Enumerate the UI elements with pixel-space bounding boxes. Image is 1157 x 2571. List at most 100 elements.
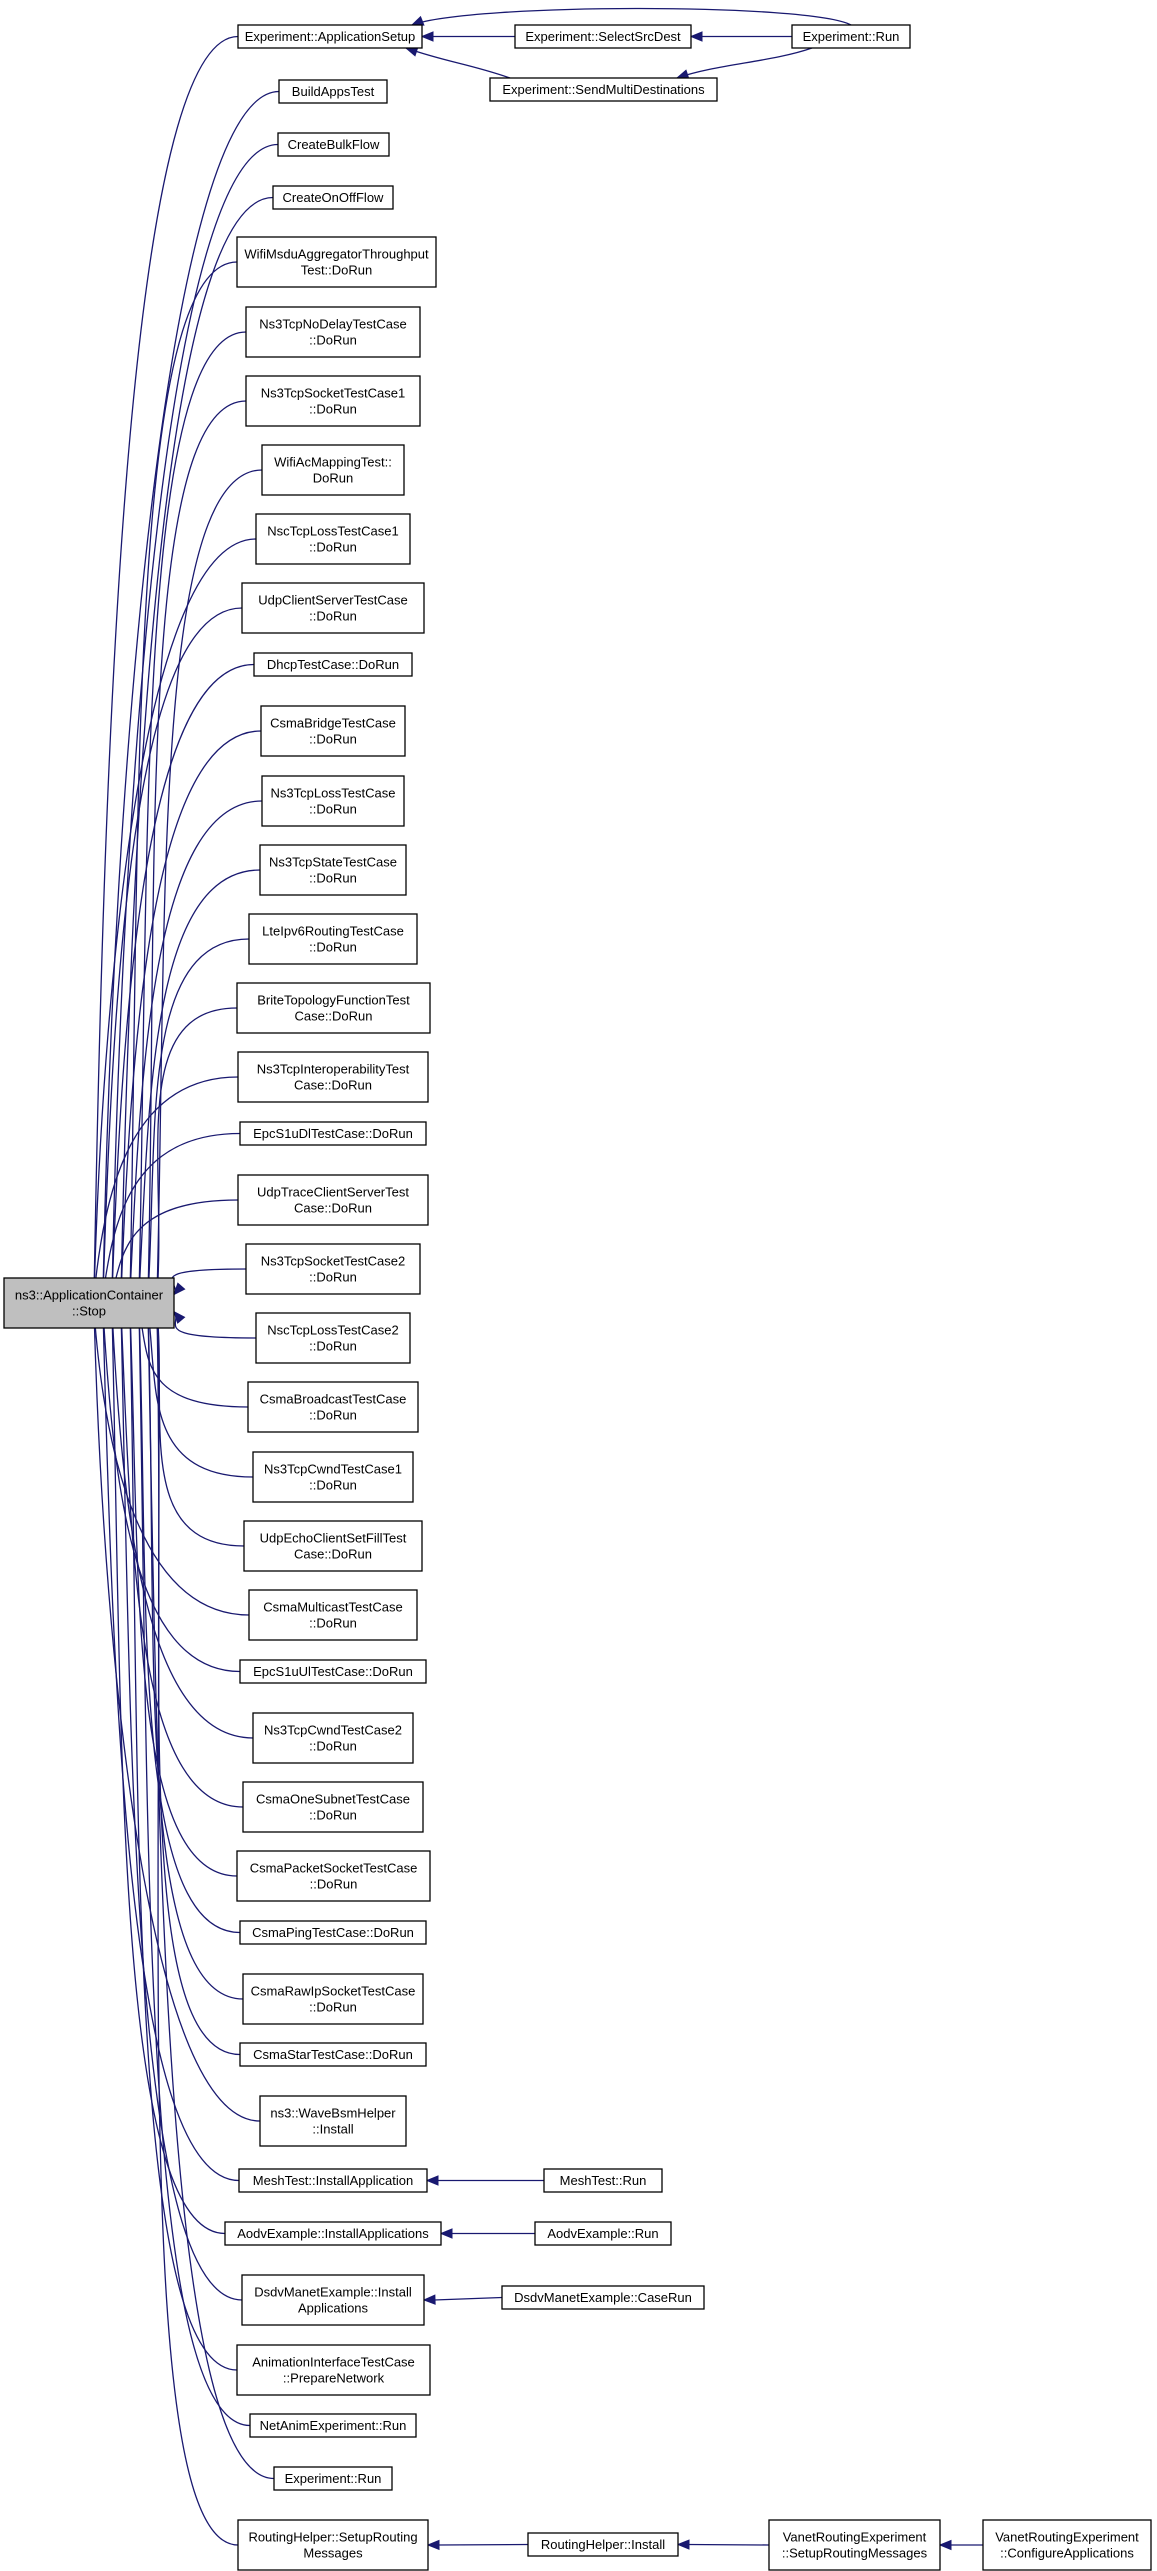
node-select-src[interactable]: Experiment::SelectSrcDest — [514, 24, 692, 49]
node-box — [239, 2042, 427, 2067]
node-box — [534, 2221, 672, 2246]
edge-routing_install-to-routing_setup-arrow — [426, 2539, 440, 2551]
edge-wifi_msdu-to-root — [129, 261, 238, 1296]
node-csma-broadcast[interactable]: CsmaBroadcastTestCase::DoRun — [247, 1381, 419, 1433]
node-label: ::SetupRoutingMessages — [782, 2546, 928, 2561]
node-aodv-install[interactable]: AodvExample::InstallApplications — [224, 2221, 442, 2246]
edge-ns3tcp_state-to-root — [138, 869, 261, 1296]
node-box — [247, 1381, 419, 1433]
node-mesh-run[interactable]: MeshTest::Run — [543, 2168, 663, 2193]
node-netanim-run[interactable]: NetAnimExperiment::Run — [249, 2413, 417, 2438]
node-box — [239, 1920, 427, 1945]
node-box — [245, 306, 421, 358]
node-label: AodvExample::InstallApplications — [237, 2226, 429, 2241]
node-dhcp[interactable]: DhcpTestCase::DoRun — [253, 652, 413, 677]
node-box — [239, 1121, 427, 1146]
node-label: CreateOnOffFlow — [283, 190, 385, 205]
node-box — [237, 2519, 429, 2571]
node-label: CsmaMulticastTestCase — [263, 1600, 402, 1615]
node-box — [241, 2274, 425, 2326]
node-routing-setup[interactable]: RoutingHelper::SetupRoutingMessages — [237, 2519, 429, 2571]
node-csma-bridge[interactable]: CsmaBridgeTestCase::DoRun — [260, 705, 406, 757]
node-csma-star[interactable]: CsmaStarTestCase::DoRun — [239, 2042, 427, 2067]
edge-ns3tcp_socket2-to-root-arrow — [173, 1282, 186, 1296]
node-epc-dl[interactable]: EpcS1uDlTestCase::DoRun — [239, 1121, 427, 1146]
node-wifi-ac[interactable]: WifiAcMappingTest::DoRun — [261, 444, 405, 496]
node-root[interactable]: ns3::ApplicationContainer::Stop — [3, 1277, 175, 1329]
edge-nsc_loss2-to-root — [173, 1311, 257, 1339]
node-label: UdpEchoClientSetFillTest — [260, 1531, 407, 1546]
node-anim-iface[interactable]: AnimationInterfaceTestCase::PrepareNetwo… — [236, 2344, 431, 2396]
node-ns3tcp-cwnd1[interactable]: Ns3TcpCwndTestCase1::DoRun — [252, 1451, 414, 1503]
node-label: RoutingHelper::Install — [541, 2537, 665, 2552]
node-lte-ipv6[interactable]: LteIpv6RoutingTestCase::DoRun — [248, 913, 418, 965]
node-label: AnimationInterfaceTestCase — [252, 2355, 415, 2370]
node-label: Case::DoRun — [294, 1009, 372, 1024]
edge-nsc_loss2-to-root-arrow — [173, 1310, 186, 1324]
node-csma-onesubnet[interactable]: CsmaOneSubnetTestCase::DoRun — [242, 1781, 424, 1833]
node-experiment-run[interactable]: Experiment::Run — [791, 24, 911, 49]
edge-csma_star-to-root — [156, 1310, 241, 2056]
node-send-multi[interactable]: Experiment::SendMultiDestinations — [489, 77, 718, 102]
edge-aodv_install-to-root — [111, 1310, 226, 2235]
edge-vanet_setup-to-routing_install — [687, 2543, 770, 2546]
node-mesh-install[interactable]: MeshTest::InstallApplication — [238, 2168, 428, 2193]
node-box — [277, 132, 390, 157]
node-box — [248, 913, 418, 965]
node-create-bulk[interactable]: CreateBulkFlow — [277, 132, 390, 157]
node-wave-bsm[interactable]: ns3::WaveBsmHelper::Install — [259, 2095, 407, 2147]
node-csma-packetsocket[interactable]: CsmaPacketSocketTestCase::DoRun — [236, 1850, 431, 1902]
node-label: CsmaBridgeTestCase — [270, 716, 396, 731]
node-box — [237, 1174, 429, 1226]
node-label: ::DoRun — [309, 402, 357, 417]
node-csma-ping[interactable]: CsmaPingTestCase::DoRun — [239, 1920, 427, 1945]
node-nsc-loss1[interactable]: NscTcpLossTestCase1::DoRun — [255, 513, 411, 565]
edge-experiment_run-to-app_setup — [411, 7, 852, 26]
node-box — [239, 1659, 427, 1684]
node-label: ::DoRun — [309, 540, 357, 555]
node-epc-ul[interactable]: EpcS1uUlTestCase::DoRun — [239, 1659, 427, 1684]
node-ns3tcp-cwnd2[interactable]: Ns3TcpCwndTestCase2::DoRun — [252, 1712, 414, 1764]
node-routing-install[interactable]: RoutingHelper::Install — [527, 2532, 679, 2557]
node-ns3tcp-loss[interactable]: Ns3TcpLossTestCase::DoRun — [261, 775, 405, 827]
node-dsdv-caserun[interactable]: DsdvManetExample::CaseRun — [501, 2285, 705, 2310]
node-csma-rawip[interactable]: CsmaRawIpSocketTestCase::DoRun — [242, 1973, 424, 2025]
node-ns3tcp-nodelay[interactable]: Ns3TcpNoDelayTestCase::DoRun — [245, 306, 421, 358]
node-label: EpcS1uDlTestCase::DoRun — [253, 1126, 413, 1141]
node-label: Experiment::ApplicationSetup — [245, 29, 416, 44]
node-nsc-loss2[interactable]: NscTcpLossTestCase2::DoRun — [255, 1312, 411, 1364]
node-csma-multicast[interactable]: CsmaMulticastTestCase::DoRun — [248, 1589, 418, 1641]
node-aodv-run[interactable]: AodvExample::Run — [534, 2221, 672, 2246]
node-vanet-setup[interactable]: VanetRoutingExperiment::SetupRoutingMess… — [768, 2519, 941, 2571]
node-build-apps[interactable]: BuildAppsTest — [278, 79, 388, 104]
node-label: CsmaPacketSocketTestCase — [250, 1861, 418, 1876]
node-label: MeshTest::Run — [560, 2173, 647, 2188]
node-experiment-run2[interactable]: Experiment::Run — [273, 2466, 393, 2491]
node-box — [543, 2168, 663, 2193]
node-ns3tcp-socket2[interactable]: Ns3TcpSocketTestCase2::DoRun — [245, 1243, 421, 1295]
node-box — [259, 2095, 407, 2147]
node-label: MeshTest::InstallApplication — [253, 2173, 413, 2188]
node-label: ::DoRun — [309, 940, 357, 955]
node-udp-cs[interactable]: UdpClientServerTestCase::DoRun — [241, 582, 425, 634]
node-box — [255, 513, 411, 565]
node-ns3tcp-socket1[interactable]: Ns3TcpSocketTestCase1::DoRun — [245, 375, 421, 427]
node-app-setup[interactable]: Experiment::ApplicationSetup — [237, 24, 423, 49]
edge-select_src-to-app_setup-arrow — [420, 31, 434, 42]
node-dsdv-install[interactable]: DsdvManetExample::InstallApplications — [241, 2274, 425, 2326]
node-label: CsmaPingTestCase::DoRun — [252, 1925, 414, 1940]
node-vanet-config[interactable]: VanetRoutingExperiment::ConfigureApplica… — [982, 2519, 1152, 2571]
node-box — [224, 2221, 442, 2246]
node-ns3tcp-state[interactable]: Ns3TcpStateTestCase::DoRun — [259, 844, 407, 896]
edge-nsc_loss1-to-root — [93, 538, 257, 1296]
node-label: CsmaStarTestCase::DoRun — [253, 2047, 413, 2062]
node-box — [259, 844, 407, 896]
edge-mesh_run-to-mesh_install-arrow — [425, 2175, 439, 2186]
node-box — [278, 79, 388, 104]
node-create-onoff[interactable]: CreateOnOffFlow — [272, 185, 394, 210]
